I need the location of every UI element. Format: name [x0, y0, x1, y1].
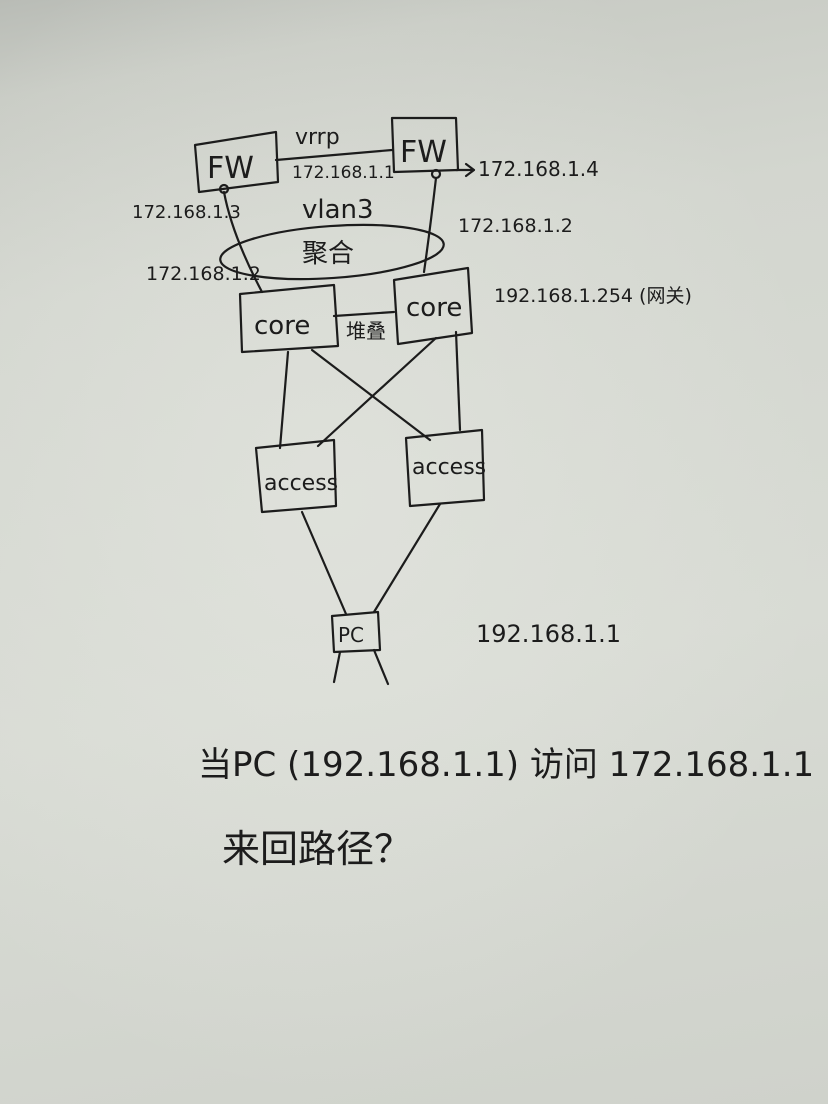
fw-right-ip-label: 172.168.1.4	[478, 157, 599, 181]
access-left-label: access	[264, 471, 338, 496]
core-left-label: core	[254, 311, 310, 341]
core-left-ip-label: 172.168.1.2	[146, 263, 261, 285]
access-left-node: access	[254, 438, 338, 514]
vrrp-label: vrrp	[295, 125, 340, 150]
core-right-to-access-right	[454, 330, 462, 432]
core-right-node: core	[392, 266, 474, 346]
access-left-to-pc	[300, 510, 348, 616]
fw-right-to-core-right	[422, 176, 438, 274]
question-line-2: 来回路径？	[222, 827, 412, 871]
gateway-label: 192.168.1.254 (网关)	[494, 285, 692, 307]
core-right-ip-label: 172.168.1.2	[458, 215, 573, 237]
fw-right-node: FW	[390, 116, 460, 174]
aggregation-label: 聚合	[302, 239, 354, 269]
pc-node: PC	[330, 610, 390, 686]
core-right-label: core	[406, 293, 462, 323]
access-right-node: access	[404, 428, 486, 508]
fw-left-to-core-left	[222, 190, 264, 294]
fw-left-ip-label: 172.168.1.3	[132, 202, 241, 223]
core-left-node: core	[238, 283, 340, 354]
stack-link	[332, 310, 396, 318]
vrrp-ip-label: 172.168.1.1	[292, 163, 395, 183]
core-left-to-access-right	[310, 348, 432, 442]
fw-left-node: FW	[193, 130, 280, 194]
core-left-to-access-left	[278, 350, 290, 450]
access-right-label: access	[412, 455, 486, 480]
fw-right-label: FW	[400, 135, 447, 170]
pc-ip-label: 192.168.1.1	[476, 620, 621, 648]
pc-label: PC	[338, 623, 364, 647]
question-line-1: 当PC (192.168.1.1) 访问 172.168.1.1	[198, 745, 814, 785]
fw-link	[274, 148, 394, 162]
fw-left-label: FW	[207, 151, 254, 186]
fw-right-arrow	[454, 162, 476, 178]
aggregation-ellipse	[219, 223, 445, 281]
core-right-to-access-left	[316, 336, 438, 448]
access-right-to-pc	[372, 502, 442, 614]
stack-label: 堆叠	[346, 319, 386, 343]
vlan-label: vlan3	[302, 195, 374, 225]
